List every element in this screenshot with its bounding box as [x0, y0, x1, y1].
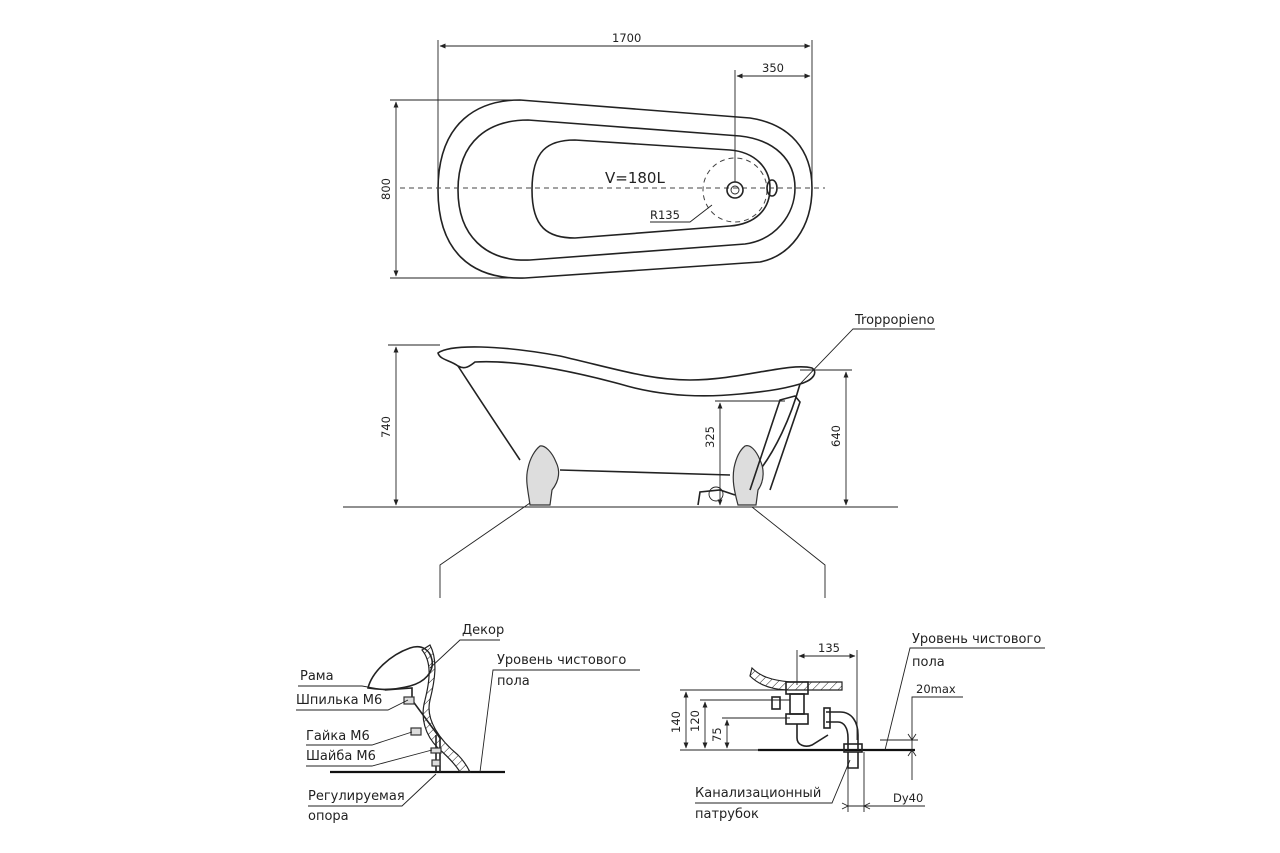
drain-elbow: [826, 711, 859, 750]
label-stud: Шпилька М6: [296, 693, 382, 708]
dim-135: 135: [818, 641, 840, 655]
dim-drain-height: 640: [829, 425, 843, 447]
overflow-pipe: [749, 395, 801, 491]
label-floor-level-2: пола: [497, 674, 530, 689]
dim-75: 75: [710, 727, 724, 742]
drain-label-sewer-2: патрубок: [695, 807, 759, 822]
drain-hole: [726, 181, 744, 199]
overflow-label: Troppopieno: [854, 313, 935, 328]
volume-label: V=180L: [605, 169, 665, 187]
radius-leader: [650, 204, 713, 223]
label-support-1: Регулируемая: [308, 789, 405, 804]
dim-height: 740: [379, 416, 393, 438]
overflow-hole: [766, 179, 778, 197]
tub-inner-rim: [457, 119, 796, 261]
tub-side-shell: [437, 346, 816, 397]
drain-label-floor-level-1: Уровень чистового: [912, 632, 1041, 647]
label-floor-level-1: Уровень чистового: [497, 653, 626, 668]
dim-width: 800: [379, 178, 393, 200]
dim-overflow: 325: [703, 426, 717, 448]
overflow-leader: [799, 328, 935, 385]
label-frame: Рама: [300, 669, 334, 684]
tub-outer-rim: [437, 99, 813, 279]
tub-body-left: [457, 365, 521, 461]
dim-140: 140: [669, 711, 683, 733]
drain-label-sewer-1: Канализационный: [695, 786, 821, 801]
left-claw-foot: [526, 445, 560, 506]
detail-leader-left: [439, 502, 531, 598]
foot-detail: Декор Рама Шпилька М6 Гайка М6 Шайба М6 …: [296, 623, 640, 824]
dim-20max: 20max: [916, 682, 956, 696]
drain-label-floor-level-2: пола: [912, 655, 945, 670]
tub-basin: [531, 139, 771, 239]
drain-pipe: [697, 489, 736, 506]
detail-leader-right: [751, 506, 826, 598]
label-nut: Гайка М6: [306, 729, 370, 744]
tub-bottom: [559, 469, 731, 476]
tub-body-right: [759, 383, 801, 471]
label-support-2: опора: [308, 809, 349, 824]
dim-drain-offset: 350: [762, 61, 784, 75]
dim-length: 1700: [612, 31, 641, 45]
label-washer: Шайба М6: [306, 749, 376, 764]
label-decor: Декор: [462, 623, 504, 638]
side-view: Troppopieno 740 325 640: [343, 313, 935, 598]
decor-shell: [421, 644, 471, 773]
drain-tub-bottom: [749, 666, 843, 691]
frame-body: [367, 645, 434, 691]
radius-label: R135: [650, 208, 680, 222]
drain-detail: 135 140 120 75 20max Dy40 Уровень чистов…: [669, 632, 1045, 822]
drain-hole-inner: [730, 185, 740, 195]
sewer-pipe: [843, 743, 863, 753]
dim-dy40: Dy40: [893, 791, 923, 805]
drain-trap: [796, 724, 829, 747]
right-claw-foot: [732, 445, 764, 506]
dim-120: 120: [688, 710, 702, 732]
top-view: V=180L R135 1700 350 800: [379, 31, 825, 279]
